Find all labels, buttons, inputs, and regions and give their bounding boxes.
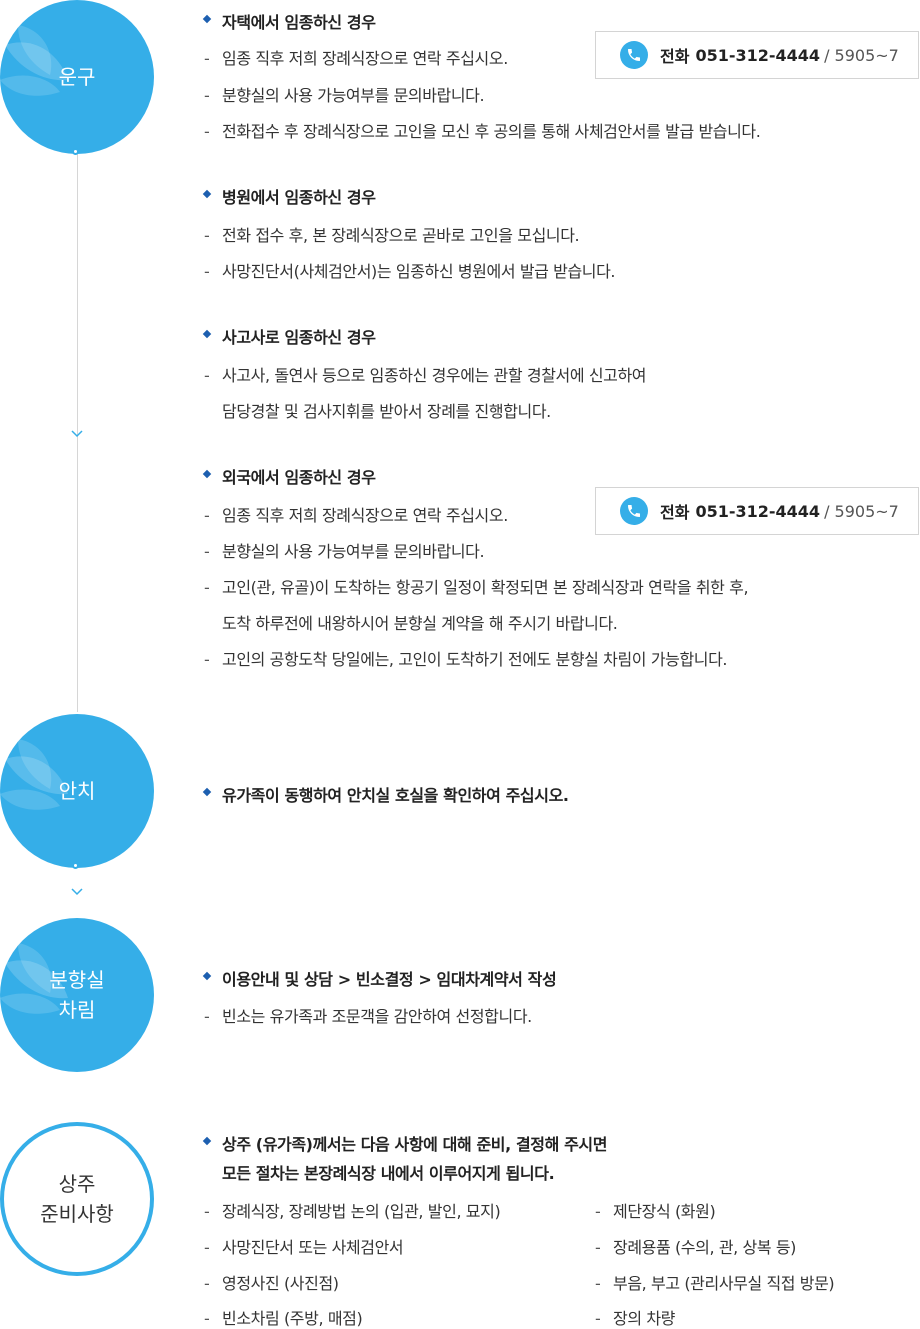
list-item: -사망진단서(사체검안서)는 임종하신 병원에서 발급 받습니다. [204, 262, 616, 281]
phone-icon [620, 41, 648, 69]
phone-label: 전화 [660, 503, 690, 522]
chevron-down-icon [71, 888, 83, 896]
step-label: 상주 준비사항 [40, 1172, 114, 1226]
leaf-icon [0, 739, 68, 810]
step-label: 운구 [58, 65, 96, 89]
list-item: -빈소차림 (주방, 매점) [204, 1309, 363, 1328]
phone-number: 051-312-4444 [695, 45, 821, 65]
list-item: -전화접수 후 장례식장으로 고인을 모신 후 공의를 통해 사체검안서를 발급… [204, 122, 761, 141]
list-item: -전화 접수 후, 본 장례식장으로 곧바로 고인을 모십니다. [204, 226, 580, 245]
list-item: -분향실의 사용 가능여부를 문의바랍니다. [204, 542, 485, 561]
phone-box[interactable]: 전화 051-312-4444 / 5905~7 [595, 487, 919, 535]
phone-ext: / 5905~7 [824, 45, 899, 65]
phone-number: 051-312-4444 [695, 501, 821, 521]
step-circle-unggu: 운구 [0, 0, 154, 154]
phone-icon [620, 497, 648, 525]
section-heading: 상주 (유가족)께서는 다음 사항에 대해 준비, 결정해 주시면 [204, 1131, 607, 1155]
section-heading-continuation: 모든 절차는 본장례식장 내에서 이루어지게 됩니다. [222, 1164, 555, 1183]
list-item: -장례용품 (수의, 관, 상복 등) [595, 1238, 797, 1257]
section-heading: 사고사로 임종하신 경우 [204, 324, 376, 348]
step-circle-prep: 상주 준비사항 [0, 1122, 154, 1276]
step-circle-room: 분향실 차림 [0, 918, 154, 1072]
phone-label: 전화 [660, 47, 690, 66]
timeline-dot [72, 862, 79, 869]
list-item: -장례식장, 장례방법 논의 (입관, 발인, 묘지) [204, 1202, 501, 1221]
leaf-icon [0, 943, 68, 1014]
list-item: -고인의 공항도착 당일에는, 고인이 도착하기 전에도 분향실 차림이 가능합… [204, 650, 728, 669]
list-item: -장의 차량 [595, 1309, 675, 1328]
timeline-dot [72, 148, 79, 155]
list-item: -빈소는 유가족과 조문객을 감안하여 선정합니다. [204, 1007, 532, 1026]
list-item: -임종 직후 저희 장례식장으로 연락 주십시오. [204, 506, 508, 525]
chevron-down-icon [71, 430, 83, 438]
step-circle-anchi: 안치 [0, 714, 154, 868]
list-item: -임종 직후 저희 장례식장으로 연락 주십시오. [204, 49, 508, 68]
list-item: -분향실의 사용 가능여부를 문의바랍니다. [204, 86, 485, 105]
list-item: -사고사, 돌연사 등으로 임종하신 경우에는 관할 경찰서에 신고하여 [204, 366, 647, 385]
section-heading: 외국에서 임종하신 경우 [204, 464, 376, 488]
list-item-continuation: 도착 하루전에 내왕하시어 분향실 계약을 해 주시기 바랍니다. [222, 614, 618, 633]
list-item: -고인(관, 유골)이 도착하는 항공기 일정이 확정되면 본 장례식장과 연락… [204, 578, 749, 597]
timeline-line [77, 152, 78, 712]
leaf-icon [0, 25, 68, 96]
list-item: -사망진단서 또는 사체검안서 [204, 1238, 404, 1257]
section-heading: 이용안내 및 상담 > 빈소결정 > 임대차계약서 작성 [204, 966, 557, 990]
section-heading: 병원에서 임종하신 경우 [204, 184, 376, 208]
phone-ext: / 5905~7 [824, 501, 899, 521]
list-item: -부음, 부고 (관리사무실 직접 방문) [595, 1274, 835, 1293]
section-heading: 자택에서 임종하신 경우 [204, 9, 376, 33]
list-item: -영정사진 (사진점) [204, 1274, 339, 1293]
list-item-continuation: 담당경찰 및 검사지휘를 받아서 장례를 진행합니다. [222, 402, 551, 421]
step-label: 안치 [58, 779, 96, 803]
step-label: 분향실 차림 [49, 968, 105, 1022]
list-item: -제단장식 (화원) [595, 1202, 716, 1221]
phone-box[interactable]: 전화 051-312-4444 / 5905~7 [595, 31, 919, 79]
section-heading: 유가족이 동행하여 안치실 호실을 확인하여 주십시오. [204, 782, 569, 806]
